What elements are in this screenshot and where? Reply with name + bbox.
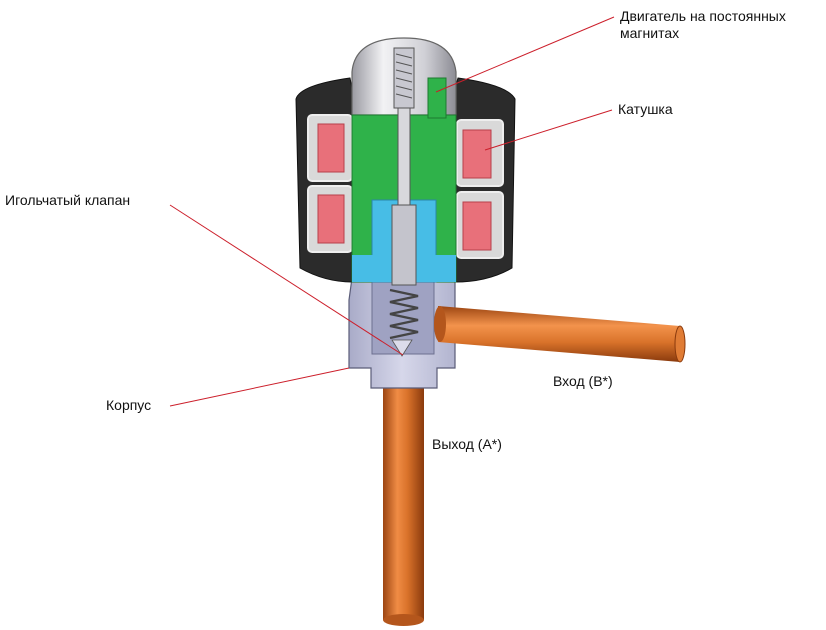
leader-line-needle [169,204,404,356]
spindle [391,47,417,286]
outlet-pipe [383,376,424,620]
outlet-pipe-end [383,614,424,626]
outlet-label: Выход (A*) [432,436,502,452]
leader-line-body [169,367,350,407]
needle-valve-label: Игольчатый клапан [5,192,131,208]
coil-label: Катушка [618,101,673,117]
rotor-shaft-green [427,77,447,119]
inlet-label: Вход (B*) [553,373,613,389]
motor-label-line1: Двигатель на постоянных [620,8,786,24]
motor-label: Двигатель на постоянных магнитах [620,8,786,42]
leader-line-coil [484,109,613,151]
motor-label-line2: магнитах [620,25,680,41]
coil-left [307,114,353,253]
coil-right [456,119,504,259]
leader-line-motor [435,16,615,93]
leader-lines [169,16,615,407]
body-label: Корпус [106,397,152,413]
spring [389,288,419,340]
inlet-pipe [434,306,686,363]
